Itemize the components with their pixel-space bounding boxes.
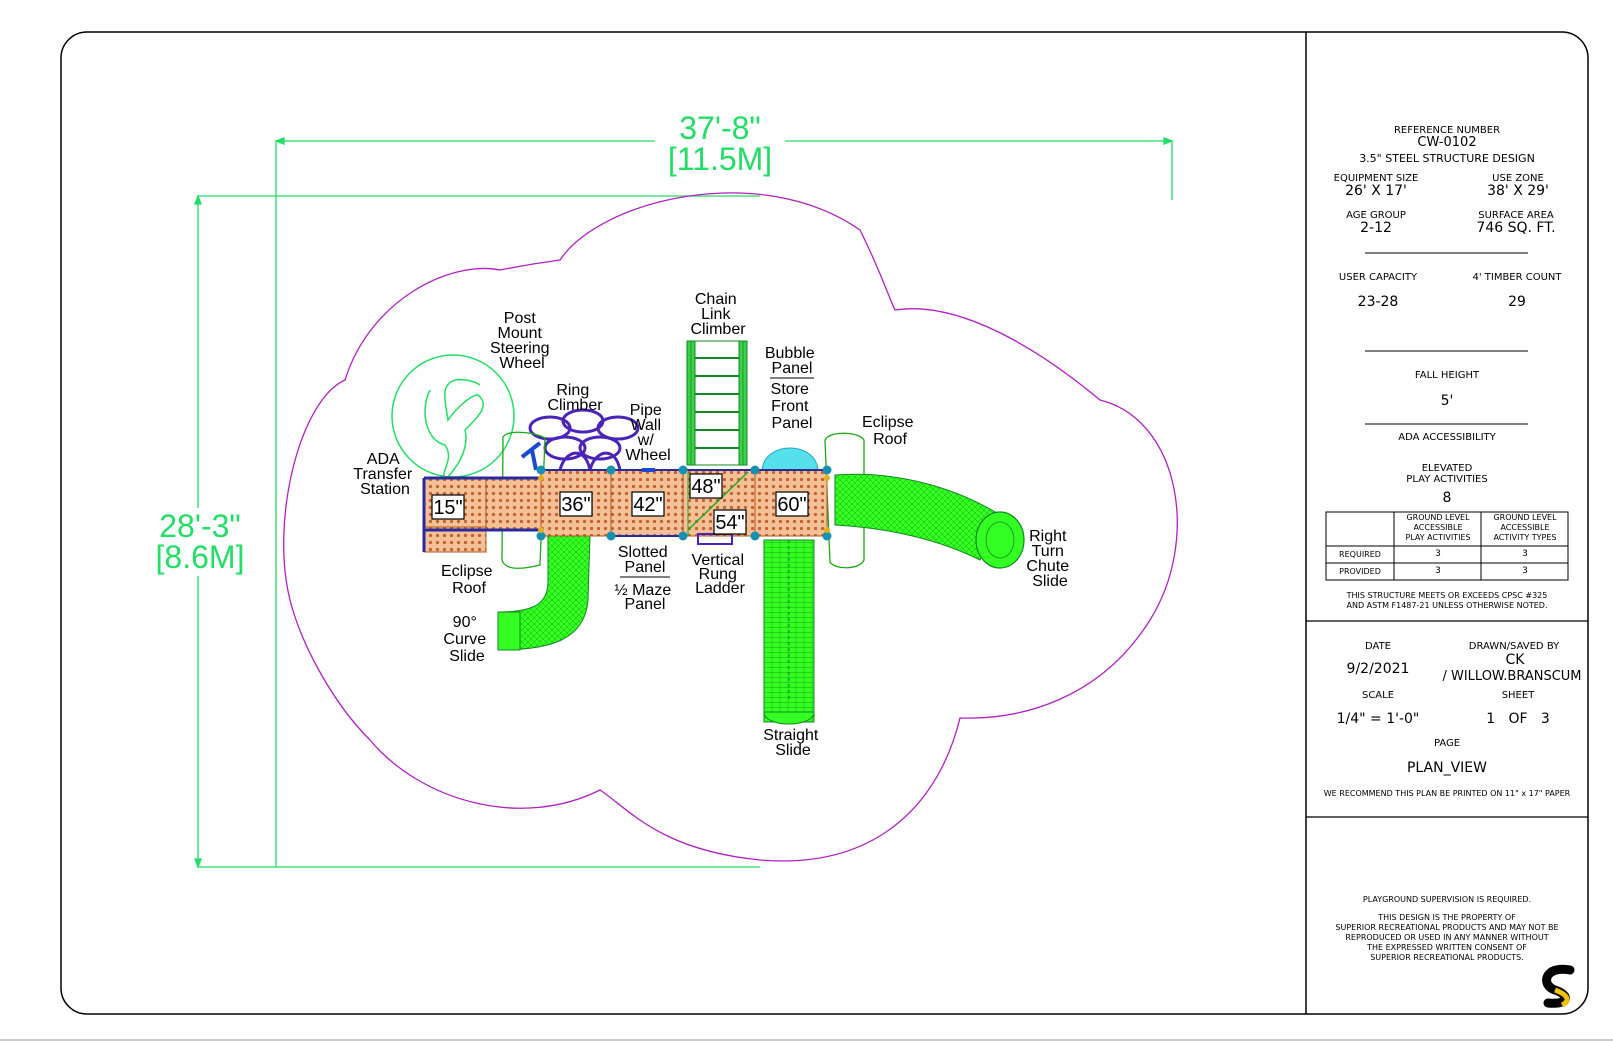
date-label: DATE — [1364, 641, 1391, 652]
elevated-value: 8 — [1442, 490, 1452, 506]
page-label: PAGE — [1433, 738, 1461, 749]
drawn-by-label: DRAWN/SAVED BY — [1468, 641, 1560, 652]
property-line-4: THE EXPRESSED WRITTEN CONSENT OF — [1367, 943, 1527, 952]
ring-climber-graphic — [528, 408, 640, 471]
surface-area: 746 SQ. FT. — [1476, 220, 1556, 236]
fall-height: 5' — [1440, 393, 1454, 409]
label-bubble-panel: Bubble Panel — [765, 345, 819, 377]
surface-area-label: SURFACE AREA — [1478, 210, 1554, 221]
timber-count: 29 — [1508, 294, 1526, 310]
label-ring-climber: Ring Climber — [547, 382, 603, 414]
table-row-required-label: REQUIRED — [1339, 550, 1381, 559]
drawn-by-2: / WILLOW.BRANSCUM — [1442, 669, 1582, 684]
label-chain-link-climber: Chain Link Climber — [690, 291, 746, 338]
label-eclipse-roof-right: Eclipse Roof — [862, 414, 918, 448]
label-curve-slide: 90° Curve Slide — [443, 614, 490, 665]
steering-wheel-graphic — [520, 441, 542, 471]
elevated-label-2: PLAY ACTIVITIES — [1406, 474, 1488, 485]
label-maze-panel: ½ Maze Panel — [614, 582, 675, 613]
bubble-panel-graphic — [761, 447, 819, 473]
label-straight-slide: Straight Slide — [763, 727, 823, 759]
deck-height-36: 36" — [561, 494, 590, 516]
curve-slide-graphic — [497, 534, 591, 651]
superior-logo-icon — [1542, 964, 1575, 1008]
table-col1-line3: PLAY ACTIVITIES — [1405, 533, 1471, 542]
user-capacity-label: USER CAPACITY — [1338, 272, 1418, 283]
chute-slide-graphic — [834, 473, 1025, 569]
table-row-provided-label: PROVIDED — [1339, 567, 1381, 576]
age-group: 2-12 — [1360, 220, 1392, 236]
equipment-size: 26' X 17' — [1345, 183, 1407, 199]
scale-label: SCALE — [1361, 690, 1395, 701]
straight-slide-graphic — [763, 539, 815, 725]
reference-number-label: REFERENCE NUMBER — [1393, 125, 1501, 136]
property-line-5: SUPERIOR RECREATIONAL PRODUCTS. — [1370, 953, 1524, 962]
use-zone-outline — [283, 192, 1178, 862]
label-ada-transfer-station: ADA Transfer Station — [353, 451, 416, 498]
depth-ft-label: 28'-3" — [159, 508, 241, 544]
eclipse-roof-right-graphic — [824, 432, 865, 569]
label-slotted-panel: Slotted Panel — [618, 544, 672, 576]
age-group-label: AGE GROUP — [1346, 210, 1406, 221]
table-row-required-v2: 3 — [1522, 549, 1528, 559]
width-ft-label: 37'-8" — [679, 110, 761, 146]
label-eclipse-roof-left: Eclipse Roof — [441, 563, 497, 597]
use-zone: 38' X 29' — [1487, 183, 1549, 199]
fall-height-label: FALL HEIGHT — [1414, 370, 1480, 381]
sheet-value: 1 OF 3 — [1486, 711, 1550, 727]
activity-panel-logo — [391, 354, 515, 482]
supervision-note: PLAYGROUND SUPERVISION IS REQUIRED. — [1362, 895, 1532, 904]
table-col2-line1: GROUND LEVEL — [1493, 513, 1557, 522]
deck-height-boxes — [431, 473, 809, 535]
deck-height-42: 42" — [633, 494, 662, 516]
equipment-size-label: EQUIPMENT SIZE — [1333, 173, 1419, 184]
chain-link-climber-graphic — [686, 340, 748, 466]
ada-accessibility-label: ADA ACCESSIBILITY — [1398, 432, 1496, 443]
use-zone-label: USE ZONE — [1492, 173, 1544, 184]
elevated-label-1: ELEVATED — [1421, 463, 1473, 474]
scale-value: 1/4" = 1'-0" — [1336, 711, 1420, 727]
property-line-2: SUPERIOR RECREATIONAL PRODUCTS AND MAY N… — [1335, 923, 1559, 932]
eclipse-roof-left-graphic — [501, 431, 546, 569]
deck-height-54: 54" — [715, 512, 744, 534]
sheet-label: SHEET — [1501, 690, 1535, 701]
reference-number: CW-0102 — [1417, 135, 1477, 150]
structure-design: 3.5" STEEL STRUCTURE DESIGN — [1359, 152, 1535, 165]
label-pipe-wall-wheel: Pipe Wall w/ Wheel — [625, 402, 670, 464]
deck-height-15: 15" — [433, 497, 462, 519]
deck-height-60: 60" — [777, 494, 806, 516]
deck-height-48: 48" — [691, 476, 720, 498]
compliance-line-2: AND ASTM F1487-21 UNLESS OTHERWISE NOTED… — [1346, 601, 1548, 610]
structure-posts — [536, 465, 832, 541]
width-dimension — [194, 137, 1174, 869]
date-value: 9/2/2021 — [1346, 661, 1410, 677]
sheet-border — [60, 31, 1589, 1015]
accessibility-table — [1325, 511, 1569, 581]
label-post-mount-steering-wheel: Post Mount Steering Wheel — [490, 310, 554, 372]
print-note: WE RECOMMEND THIS PLAN BE PRINTED ON 11"… — [1323, 789, 1571, 798]
table-col1-line2: ACCESSIBLE — [1413, 523, 1463, 532]
label-store-front-panel: Store Front Panel — [771, 381, 814, 432]
depth-m-label: [8.6M] — [156, 539, 245, 575]
timber-count-label: 4' TIMBER COUNT — [1472, 272, 1562, 283]
label-vertical-rung-ladder: Vertical Rung Ladder — [692, 552, 749, 597]
page-value: PLAN_VIEW — [1406, 760, 1487, 776]
table-row-provided-v2: 3 — [1522, 566, 1528, 576]
table-col2-line3: ACTIVITY TYPES — [1493, 533, 1557, 542]
table-row-required-v1: 3 — [1435, 549, 1441, 559]
property-line-1: THIS DESIGN IS THE PROPERTY OF — [1378, 913, 1516, 922]
label-right-turn-chute-slide: Right Turn Chute Slide — [1026, 528, 1073, 590]
compliance-line-1: THIS STRUCTURE MEETS OR EXCEEDS CPSC #32… — [1346, 591, 1548, 600]
width-m-label: [11.5M] — [668, 141, 772, 177]
property-line-3: REPRODUCED OR USED IN ANY MANNER WITHOUT — [1345, 933, 1549, 942]
user-capacity: 23-28 — [1357, 294, 1399, 310]
table-col1-line1: GROUND LEVEL — [1406, 513, 1470, 522]
table-col2-line2: ACCESSIBLE — [1500, 523, 1550, 532]
table-row-provided-v1: 3 — [1435, 566, 1441, 576]
drawn-by-1: CK — [1505, 652, 1525, 668]
